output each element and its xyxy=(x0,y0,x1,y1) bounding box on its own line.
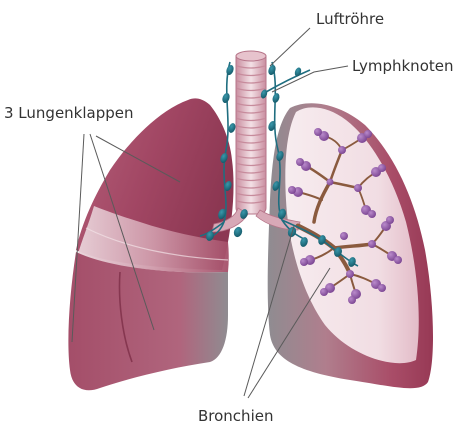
alveolus xyxy=(394,256,402,264)
label-lung-lobes: 3 Lungenklappen xyxy=(4,104,134,122)
alveolus xyxy=(338,146,346,154)
alveolus xyxy=(346,270,354,278)
alveolus xyxy=(368,210,376,218)
alveolus xyxy=(320,288,328,296)
lymph-node xyxy=(271,92,280,104)
lymph-node xyxy=(227,122,236,134)
leader-lymph xyxy=(272,66,348,92)
leader-trachea xyxy=(270,28,310,66)
trachea-top-opening xyxy=(236,51,266,61)
lymph-node xyxy=(232,226,243,239)
label-lymph-nodes: Lymphknoten xyxy=(352,57,453,75)
lymph-node xyxy=(225,64,235,76)
alveolus xyxy=(314,128,322,136)
lymph-node xyxy=(221,92,231,104)
lymph-node xyxy=(294,67,303,78)
alveolus xyxy=(300,258,308,266)
alveolus xyxy=(296,158,304,166)
label-trachea: Luftröhre xyxy=(316,10,384,28)
lower-lobe xyxy=(68,252,228,390)
alveolus xyxy=(340,232,348,240)
alveolus xyxy=(354,184,362,192)
alveolus xyxy=(368,240,376,248)
lymph-node xyxy=(267,64,277,76)
alveolus xyxy=(348,296,356,304)
alveolus xyxy=(288,186,296,194)
alveolus xyxy=(327,179,334,186)
alveolus xyxy=(378,284,386,292)
alveolus xyxy=(378,164,386,172)
alveolus xyxy=(386,216,394,224)
label-bronchi: Bronchien xyxy=(198,407,273,425)
alveolus xyxy=(364,130,372,138)
